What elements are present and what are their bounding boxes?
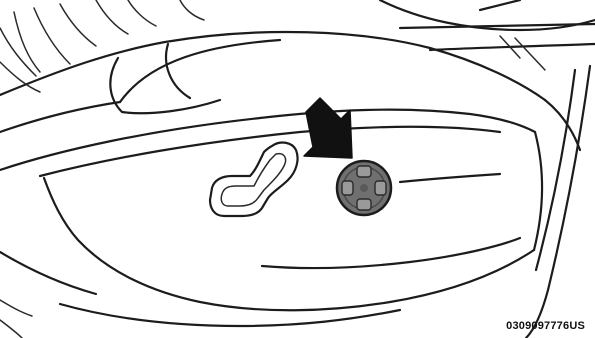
arrow-down-right-icon [304,98,352,158]
seat-adjust-lever-icon [210,143,298,216]
lumbar-control-knob-icon [337,161,391,215]
seat-side-panel [0,110,542,338]
seat-rail-outline [380,0,595,338]
figure-code: 0309097776US [506,320,585,332]
